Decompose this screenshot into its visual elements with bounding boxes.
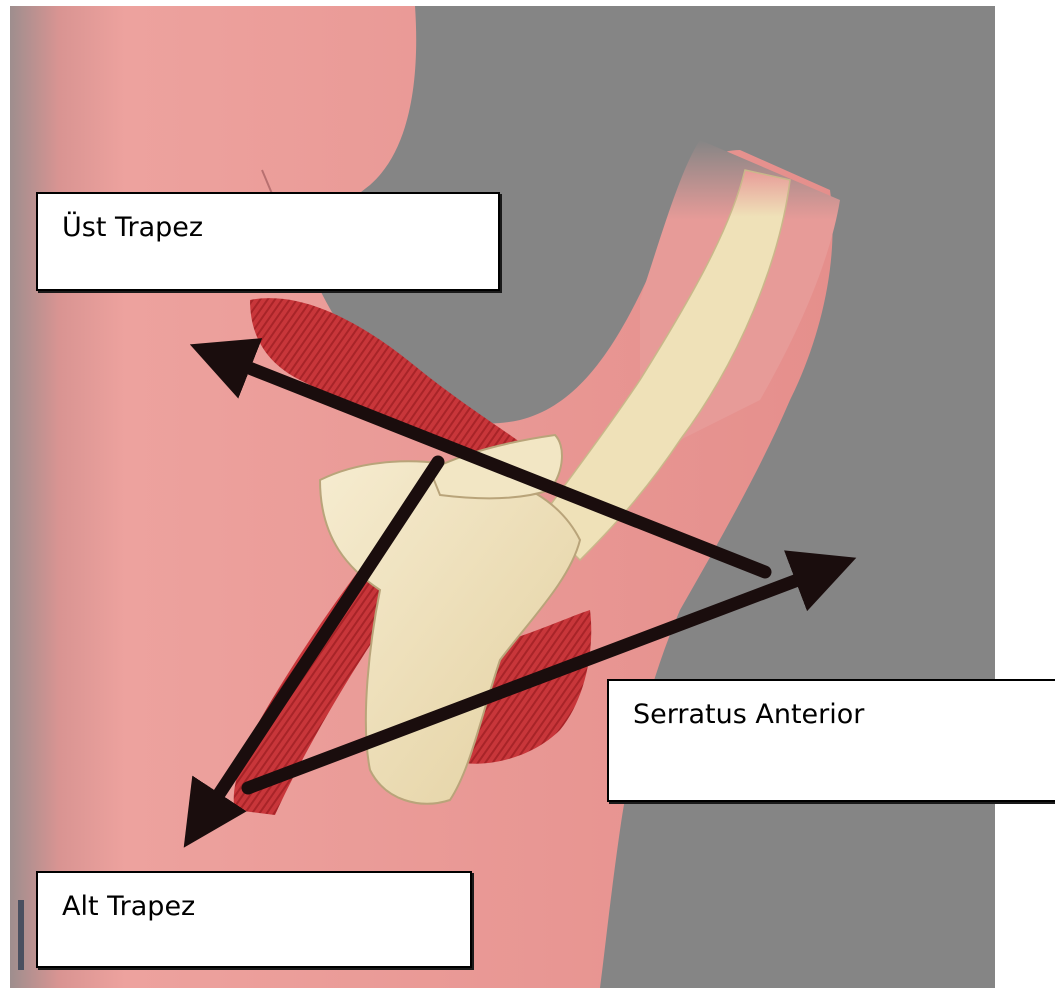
upper-trapezius-label-box: Üst Trapez (36, 192, 500, 291)
upper-trapezius-label: Üst Trapez (62, 212, 203, 243)
serratus-anterior-label-box: Serratus Anterior (607, 679, 1055, 802)
corner-mark (18, 900, 24, 970)
serratus-anterior-label: Serratus Anterior (633, 699, 864, 730)
lower-trapezius-label-box: Alt Trapez (36, 871, 472, 968)
lower-trapezius-label: Alt Trapez (62, 891, 195, 922)
